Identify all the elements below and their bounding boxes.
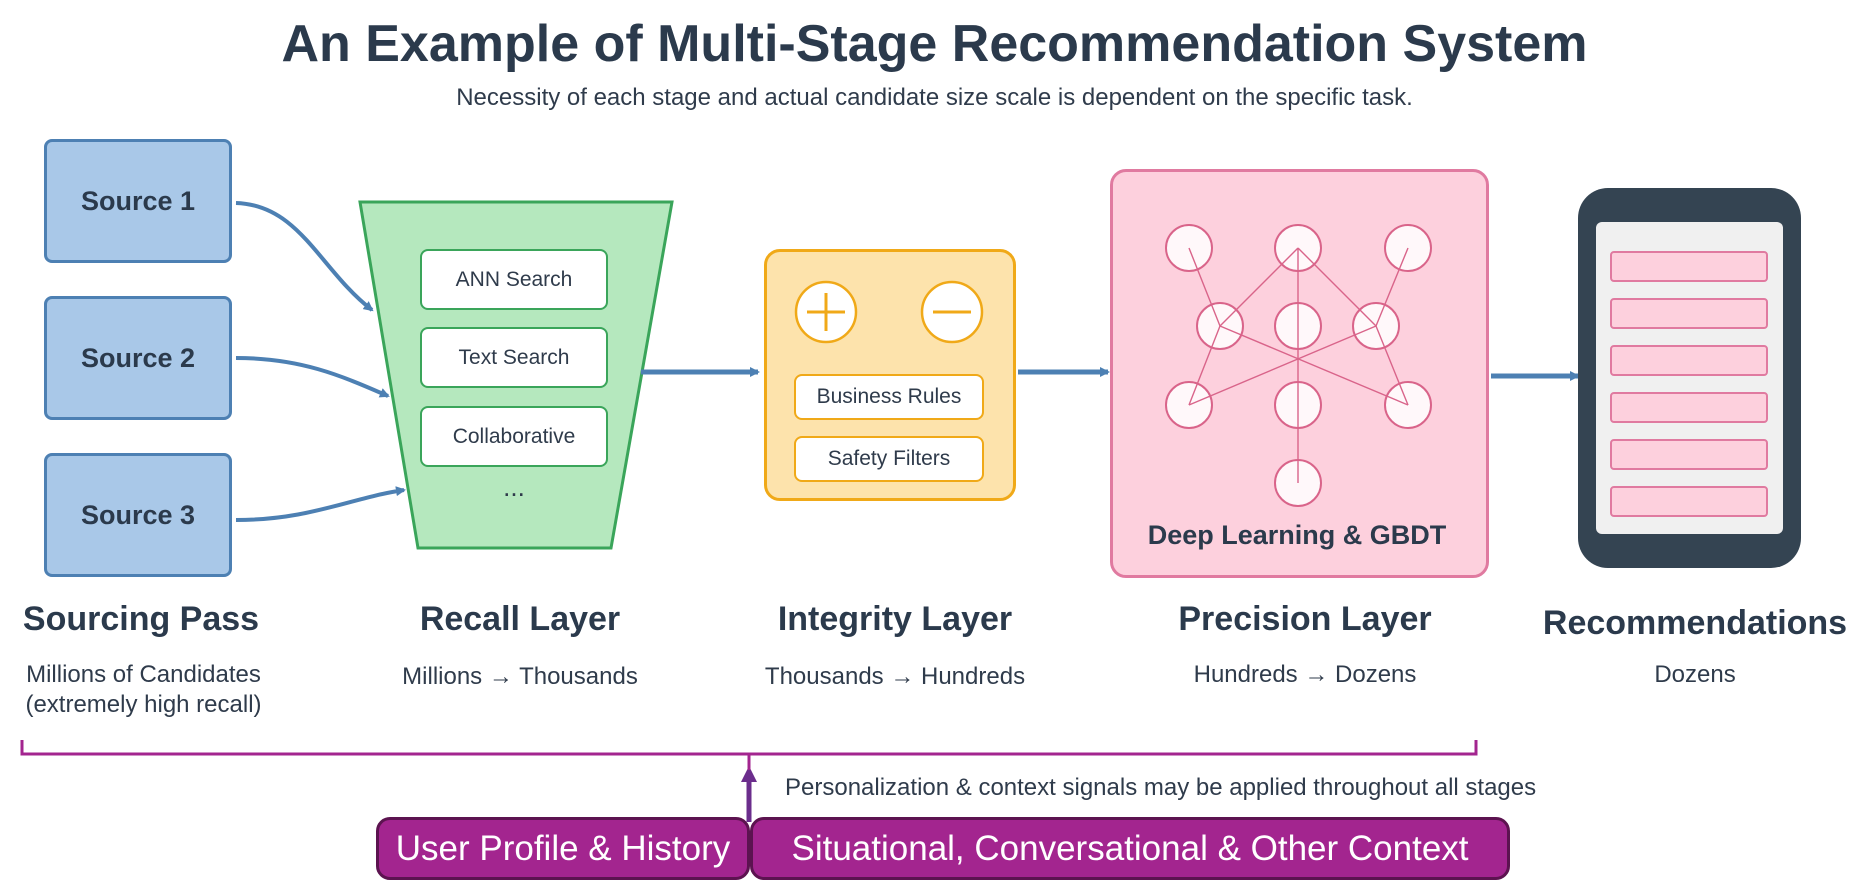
recall-item-ann-search: ANN Search — [420, 249, 608, 310]
stage-name-integrity: Integrity Layer — [777, 600, 1013, 638]
recall-ellipsis: ... — [503, 472, 525, 502]
recommendation-item — [1610, 392, 1768, 423]
context-note: Personalization & context signals may be… — [785, 774, 1537, 801]
stage-desc-sourcing-line1: Millions of Candidates — [26, 661, 261, 688]
stage-desc-integrity: Thousands → Hundreds — [764, 663, 1026, 690]
stage-desc-recall: Millions → Thousands — [402, 663, 638, 690]
recall-item-text-search: Text Search — [420, 327, 608, 388]
user-profile-box: User Profile & History — [376, 817, 750, 880]
source-1-box: Source 1 — [44, 139, 232, 263]
stage-name-recommendations: Recommendations — [1542, 604, 1848, 642]
safety-filters-box: Safety Filters — [794, 436, 984, 482]
minus-circle-icon — [920, 280, 984, 344]
stage-name-precision: Precision Layer — [1178, 600, 1432, 638]
neural-network-nodes — [1165, 224, 1432, 507]
source3-arrow — [235, 486, 406, 522]
source-3-box: Source 3 — [44, 453, 232, 577]
situational-context-box: Situational, Conversational & Other Cont… — [750, 817, 1510, 880]
context-bracket — [20, 740, 1478, 756]
recommendation-item — [1610, 439, 1768, 470]
source1-arrow — [235, 201, 374, 312]
stage-name-sourcing: Sourcing Pass — [22, 600, 260, 638]
recommendation-item — [1610, 298, 1768, 329]
recall-item-collaborative: Collaborative — [420, 406, 608, 467]
recommendation-item — [1610, 486, 1768, 517]
stage-desc-sourcing-line2: (extremely high recall) — [25, 691, 262, 718]
precision-label: Deep Learning & GBDT — [1147, 520, 1447, 550]
business-rules-box: Business Rules — [794, 374, 984, 420]
diagram-subtitle: Necessity of each stage and actual candi… — [456, 84, 1413, 111]
stage-desc-recommendations: Dozens — [1654, 661, 1736, 688]
plus-circle-icon — [794, 280, 858, 344]
diagram-title: An Example of Multi-Stage Recommendation… — [281, 15, 1588, 73]
source-2-box: Source 2 — [44, 296, 232, 420]
stage-desc-precision: Hundreds → Dozens — [1193, 661, 1417, 688]
recommendation-item — [1610, 345, 1768, 376]
source2-arrow — [235, 356, 390, 398]
recommendation-item — [1610, 251, 1768, 282]
stage-name-recall: Recall Layer — [419, 600, 621, 638]
